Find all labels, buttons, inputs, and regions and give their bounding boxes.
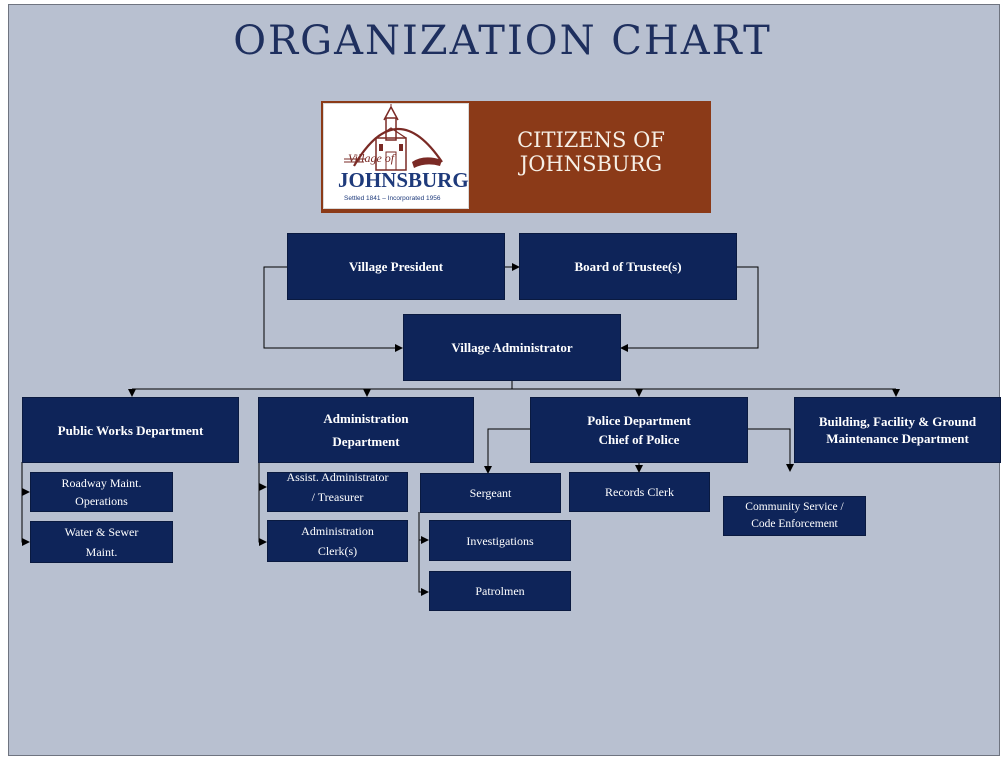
assist-administrator-box: Assist. Administrator / Treasurer — [267, 470, 408, 512]
village-president-label: Village President — [348, 259, 444, 274]
village-administrator-label: Village Administrator — [451, 340, 573, 355]
records-clerk-box: Records Clerk — [569, 472, 710, 512]
village-president-box: Village President — [287, 233, 505, 300]
assist-administrator-label-1: Assist. Administrator — [286, 470, 389, 484]
admin-clerk-label-1: Administration — [301, 524, 374, 538]
water-sewer-label-1: Water & Sewer — [64, 525, 139, 539]
community-service-label-1: Community Service / — [745, 501, 844, 513]
building-maintenance-label-2: Maintenance Department — [826, 431, 969, 446]
water-sewer-box: Water & Sewer Maint. — [30, 521, 173, 563]
admin-clerk-box: Administration Clerk(s) — [267, 520, 408, 562]
assist-administrator-label-2: / Treasurer — [311, 490, 364, 504]
link-police-sergeant — [484, 428, 530, 474]
police-dept-label-2: Chief of Police — [598, 432, 680, 447]
banner-title-line2: JOHNSBURG — [519, 152, 663, 176]
banner-title: CITIZENS OF JOHNSBURG — [474, 128, 708, 176]
investigations-box: Investigations — [429, 520, 571, 561]
patrolmen-box: Patrolmen — [429, 571, 571, 611]
public-works-box: Public Works Department — [22, 397, 239, 463]
records-clerk-label: Records Clerk — [605, 485, 674, 499]
sergeant-label: Sergeant — [469, 486, 512, 500]
community-service-box: Community Service / Code Enforcement — [723, 496, 866, 536]
patrolmen-label: Patrolmen — [475, 584, 525, 598]
village-logo: Village of JOHNSBURG Settled 1841 – Inco… — [323, 103, 469, 209]
link-trustees-administrator — [620, 266, 759, 352]
admin-clerk-label-2: Clerk(s) — [317, 544, 358, 558]
link-admin-clerk — [258, 462, 267, 546]
police-dept-label-1: Police Department — [587, 413, 691, 428]
village-administrator-box: Village Administrator — [403, 314, 621, 381]
community-service-label-2: Code Enforcement — [751, 518, 838, 530]
logo-name: JOHNSBURG — [338, 168, 469, 192]
link-president-administrator — [263, 266, 403, 352]
sergeant-box: Sergeant — [420, 473, 561, 513]
banner-title-line1: CITIZENS OF — [517, 128, 665, 152]
building-maintenance-label-1: Building, Facility & Ground — [818, 414, 977, 429]
police-dept-box: Police Department Chief of Police — [530, 397, 748, 463]
board-of-trustees-box: Board of Trustee(s) — [519, 233, 737, 300]
administration-dept-label-1: Administration — [323, 411, 409, 426]
logo-tagline: Settled 1841 – Incorporated 1956 — [344, 195, 441, 202]
link-police-community — [748, 428, 794, 472]
building-maintenance-box: Building, Facility & Ground Maintenance … — [794, 397, 1001, 463]
roadway-maint-label-1: Roadway Maint. — [61, 476, 142, 490]
administration-dept-box: Administration Department — [258, 397, 474, 463]
church-icon — [344, 104, 443, 171]
water-sewer-label-2: Maint. — [85, 545, 118, 559]
roadway-maint-label-2: Operations — [75, 494, 128, 508]
logo-prefix: Village of — [348, 151, 395, 165]
roadway-maint-box: Roadway Maint. Operations — [30, 472, 173, 512]
administration-dept-label-2: Department — [332, 434, 400, 449]
investigations-label: Investigations — [466, 533, 534, 548]
link-pw-water — [21, 462, 30, 546]
public-works-label: Public Works Department — [57, 422, 204, 438]
link-sergeant-patrolmen — [418, 512, 429, 596]
board-of-trustees-label: Board of Trustee(s) — [574, 259, 682, 274]
page-title: ORGANIZATION CHART — [233, 18, 772, 64]
